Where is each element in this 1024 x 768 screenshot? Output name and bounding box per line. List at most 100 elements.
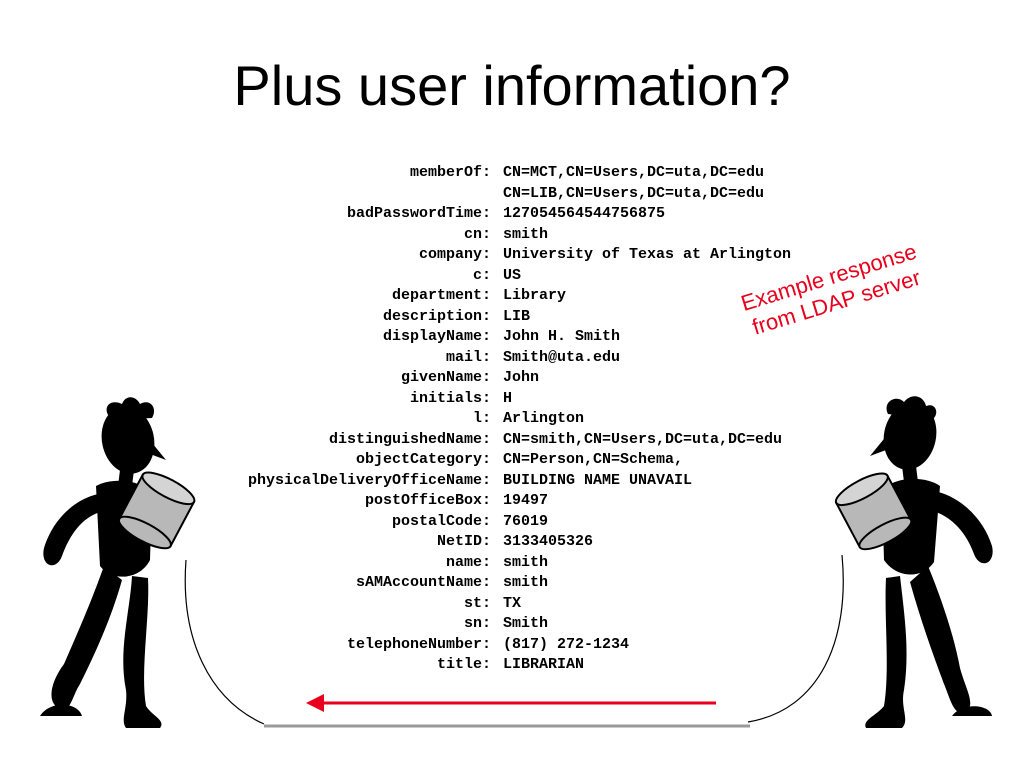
ldap-separator (491, 573, 503, 594)
ldap-separator (491, 245, 503, 266)
right-back-arm (936, 492, 993, 564)
ldap-attribute-name: sAMAccountName: (355, 574, 491, 591)
right-torso (882, 478, 940, 575)
ldap-attribute-value: TX (503, 594, 522, 612)
ldap-attribute-name: cn: (463, 225, 491, 243)
ldap-attribute-value: CN=Person,CN=Schema, (503, 451, 684, 468)
ldap-attribute-name: description: (382, 307, 491, 325)
ldap-attribute-row: memberOf: CN=MCT,CN=Users,DC=uta,DC=edu (150, 163, 791, 184)
right-front-arm (880, 498, 906, 548)
ldap-attribute-value: (817) 272-1234 (503, 635, 630, 653)
ldap-attribute-name (150, 184, 491, 205)
ldap-attribute-name: memberOf: (409, 164, 491, 181)
ldap-attribute-row: cn: smith (150, 225, 791, 246)
ldap-attribute-name: physicalDeliveryOfficeName: (247, 471, 491, 489)
right-neck (902, 466, 918, 482)
ldap-attribute-value: CN=MCT,CN=Users,DC=uta,DC=edu (503, 164, 765, 181)
ldap-attribute-name: telephoneNumber: (346, 635, 491, 653)
ldap-attribute-row: title:LIBRARIAN (150, 655, 791, 676)
ldap-attribute-name: l: (472, 410, 491, 427)
ldap-separator (491, 614, 503, 635)
ldap-attribute-name: st: (463, 594, 491, 612)
left-hair (106, 397, 155, 420)
left-foot-1 (40, 704, 82, 716)
ldap-attribute-value: smith (503, 225, 549, 243)
ldap-attribute-name: c: (472, 266, 491, 284)
ldap-attribute-row: physicalDeliveryOfficeName: BUILDING NAME… (150, 471, 791, 492)
ldap-attribute-value: 76019 (503, 512, 549, 530)
ldap-attribute-value: CN=smith,CN=Users,DC=uta,DC=edu (503, 430, 783, 448)
ldap-attribute-row: description:LIB (150, 307, 791, 328)
ldap-attribute-value: Smith@uta.edu (503, 348, 621, 366)
slide-title: Plus user information? (233, 54, 791, 117)
ldap-attribute-name: name: (445, 553, 491, 571)
ldap-attribute-row: postalCode:76019 (150, 512, 791, 533)
ldap-attribute-value: BUILDING NAME UNAVAIL (503, 471, 693, 489)
ldap-separator (491, 635, 503, 656)
ldap-attribute-name: initials: (409, 389, 491, 407)
ldap-attribute-name: givenName: (400, 369, 491, 386)
left-torso (96, 480, 152, 577)
person-with-tin-can-icon (40, 397, 166, 728)
ldap-separator (491, 368, 503, 389)
right-nose (870, 434, 888, 456)
ldap-attribute-row: objectCategory:CN=Person,CN=Schema, (150, 450, 791, 471)
ldap-separator (491, 307, 503, 328)
ldap-separator (491, 594, 503, 615)
ldap-attribute-name: sn: (463, 615, 491, 632)
ldap-attribute-row: distinguishedName: CN=smith,CN=Users,DC=u… (150, 430, 791, 451)
ldap-attribute-name: postOfficeBox: (364, 492, 491, 509)
ldap-attribute-row: sn:Smith (150, 614, 791, 635)
ldap-attribute-value: John H. Smith (503, 328, 621, 345)
ldap-attribute-row: postOfficeBox: 19497 (150, 491, 791, 512)
ldap-attribute-value: University of Texas at Arlington (503, 246, 792, 263)
ldap-separator (491, 327, 503, 348)
ldap-attribute-row: company: University of Texas at Arlington (150, 245, 791, 266)
ldap-separator (491, 225, 503, 246)
right-tin-can (834, 472, 913, 551)
ldap-attribute-name: mail: (445, 348, 491, 366)
ldap-attribute-value: 19497 (503, 492, 549, 509)
left-leg-1 (51, 566, 122, 710)
ldap-attribute-row: st: TX (150, 594, 791, 615)
ldap-attribute-row: givenName: John (150, 368, 791, 389)
ldap-separator (491, 512, 503, 533)
ldap-separator (491, 163, 503, 184)
ldap-separator (491, 450, 503, 471)
ldap-attribute-name: title: (436, 656, 491, 673)
ldap-attribute-value: 127054564544756875 (503, 205, 666, 222)
left-neck (118, 470, 134, 486)
ldap-separator (491, 409, 503, 430)
right-leg-1 (910, 566, 971, 714)
arrow-left-icon (306, 694, 716, 712)
ldap-attribute-row: l:Arlington (150, 409, 791, 430)
ldap-separator (491, 471, 503, 492)
ldap-attribute-name: distinguishedName: (328, 430, 491, 448)
ldap-attribute-value: H (503, 389, 513, 407)
ldap-separator (491, 204, 503, 225)
ldap-separator (491, 286, 503, 307)
right-leg-2 (865, 576, 907, 728)
ldap-attribute-row: telephoneNumber: (817) 272-1234 (150, 635, 791, 656)
ldap-attribute-row: department:Library (150, 286, 791, 307)
ldap-attribute-row: sAMAccountName:smith (150, 573, 791, 594)
ldap-separator (491, 184, 503, 205)
ldap-separator (491, 266, 503, 287)
person-with-tin-can-icon (865, 396, 993, 728)
left-back-arm (43, 494, 100, 566)
ldap-attribute-value: CN=LIB,CN=Users,DC=uta,DC=edu (503, 184, 765, 202)
ldap-attribute-name: company: (418, 246, 491, 263)
ldap-attribute-name: displayName: (382, 328, 491, 345)
ldap-attribute-value: smith (503, 553, 549, 571)
right-foot-1 (952, 706, 992, 716)
ldap-attribute-value: John (503, 369, 540, 386)
ldap-separator (491, 553, 503, 574)
right-head (883, 402, 937, 470)
ldap-attribute-row: CN=LIB,CN=Users,DC=uta,DC=edu (150, 184, 791, 205)
left-front-arm (128, 500, 152, 548)
ldap-attribute-name: NetID: (436, 533, 491, 550)
right-hair (886, 396, 937, 420)
ldap-attribute-value: Library (503, 287, 567, 304)
ldap-separator (491, 348, 503, 369)
